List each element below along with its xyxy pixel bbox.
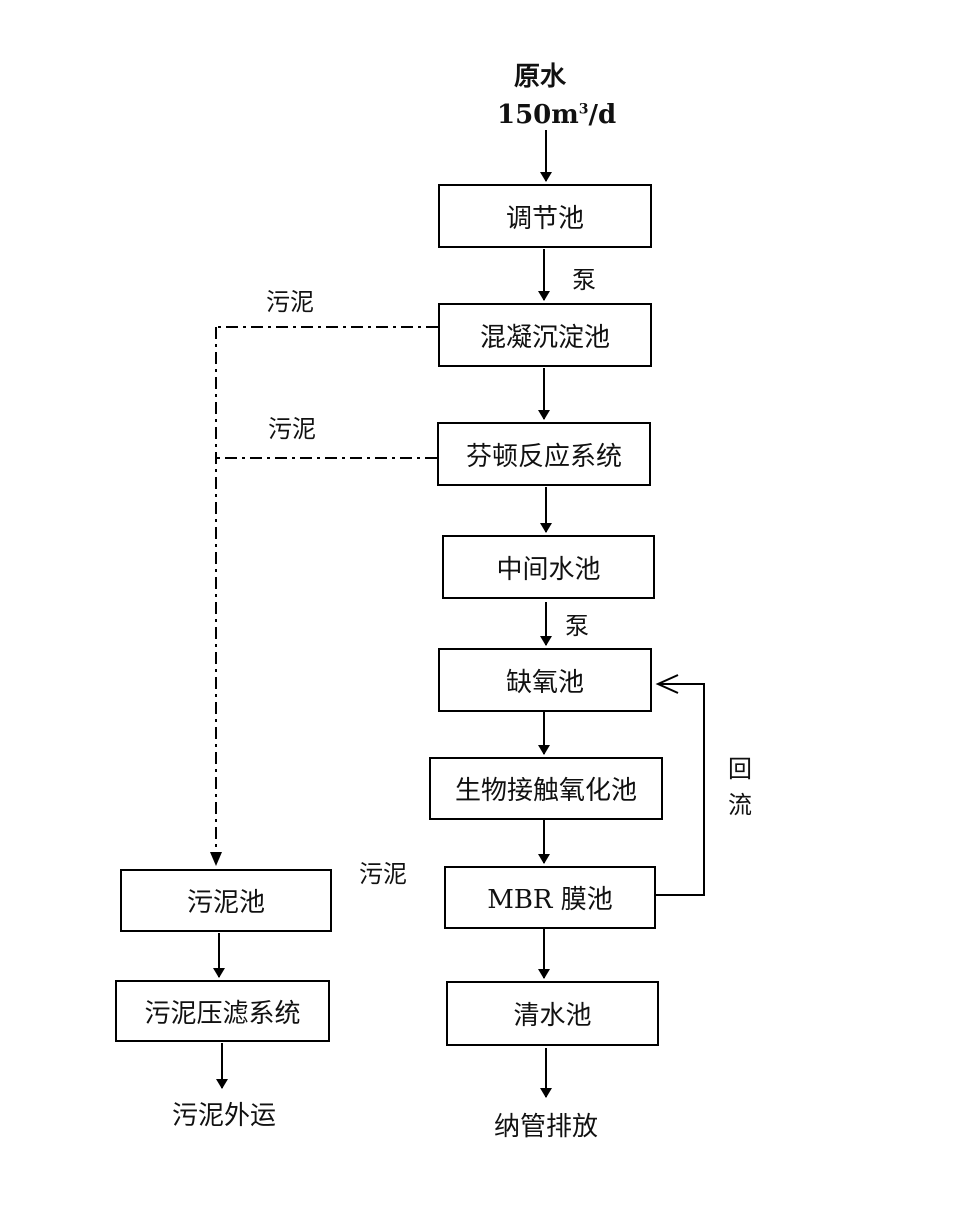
sludge-label-3: 污泥: [359, 860, 407, 888]
sludge-filter-press: 污泥压滤系统: [115, 980, 330, 1042]
flow-unit: /d: [588, 100, 617, 130]
clear-water-tank: 清水池: [446, 981, 659, 1046]
reflux-label-1: 回: [728, 755, 752, 783]
flow-value: 150m: [497, 100, 579, 130]
sludge-label-1: 污泥: [266, 288, 314, 316]
mbr-membrane-tank: MBR 膜池: [444, 866, 656, 929]
flow-superscript: 3: [578, 101, 589, 118]
contact-oxidation-tank: 生物接触氧化池: [429, 757, 663, 820]
sludge-arrowhead: [210, 852, 222, 866]
reflux-label-2: 流: [728, 791, 752, 819]
discharge-label: 纳管排放: [494, 1112, 599, 1142]
equalization-tank: 调节池: [438, 184, 652, 248]
sludge-out-label: 污泥外运: [172, 1101, 277, 1131]
coagulation-sedimentation-tank: 混凝沉淀池: [438, 303, 652, 367]
intermediate-tank: 中间水池: [442, 535, 655, 599]
sludge-label-2: 污泥: [268, 415, 316, 443]
reflux-line: [656, 683, 705, 896]
pump-label-1: 泵: [572, 266, 596, 294]
reflux-open-arrowhead: [655, 674, 679, 694]
sludge-tank: 污泥池: [120, 869, 332, 932]
fenton-reaction-system: 芬顿反应系统: [437, 422, 651, 486]
anoxic-tank: 缺氧池: [438, 648, 652, 712]
source-flow: 150m3/d: [497, 102, 616, 128]
source-title: 原水: [514, 62, 567, 92]
pump-label-2: 泵: [565, 612, 589, 640]
